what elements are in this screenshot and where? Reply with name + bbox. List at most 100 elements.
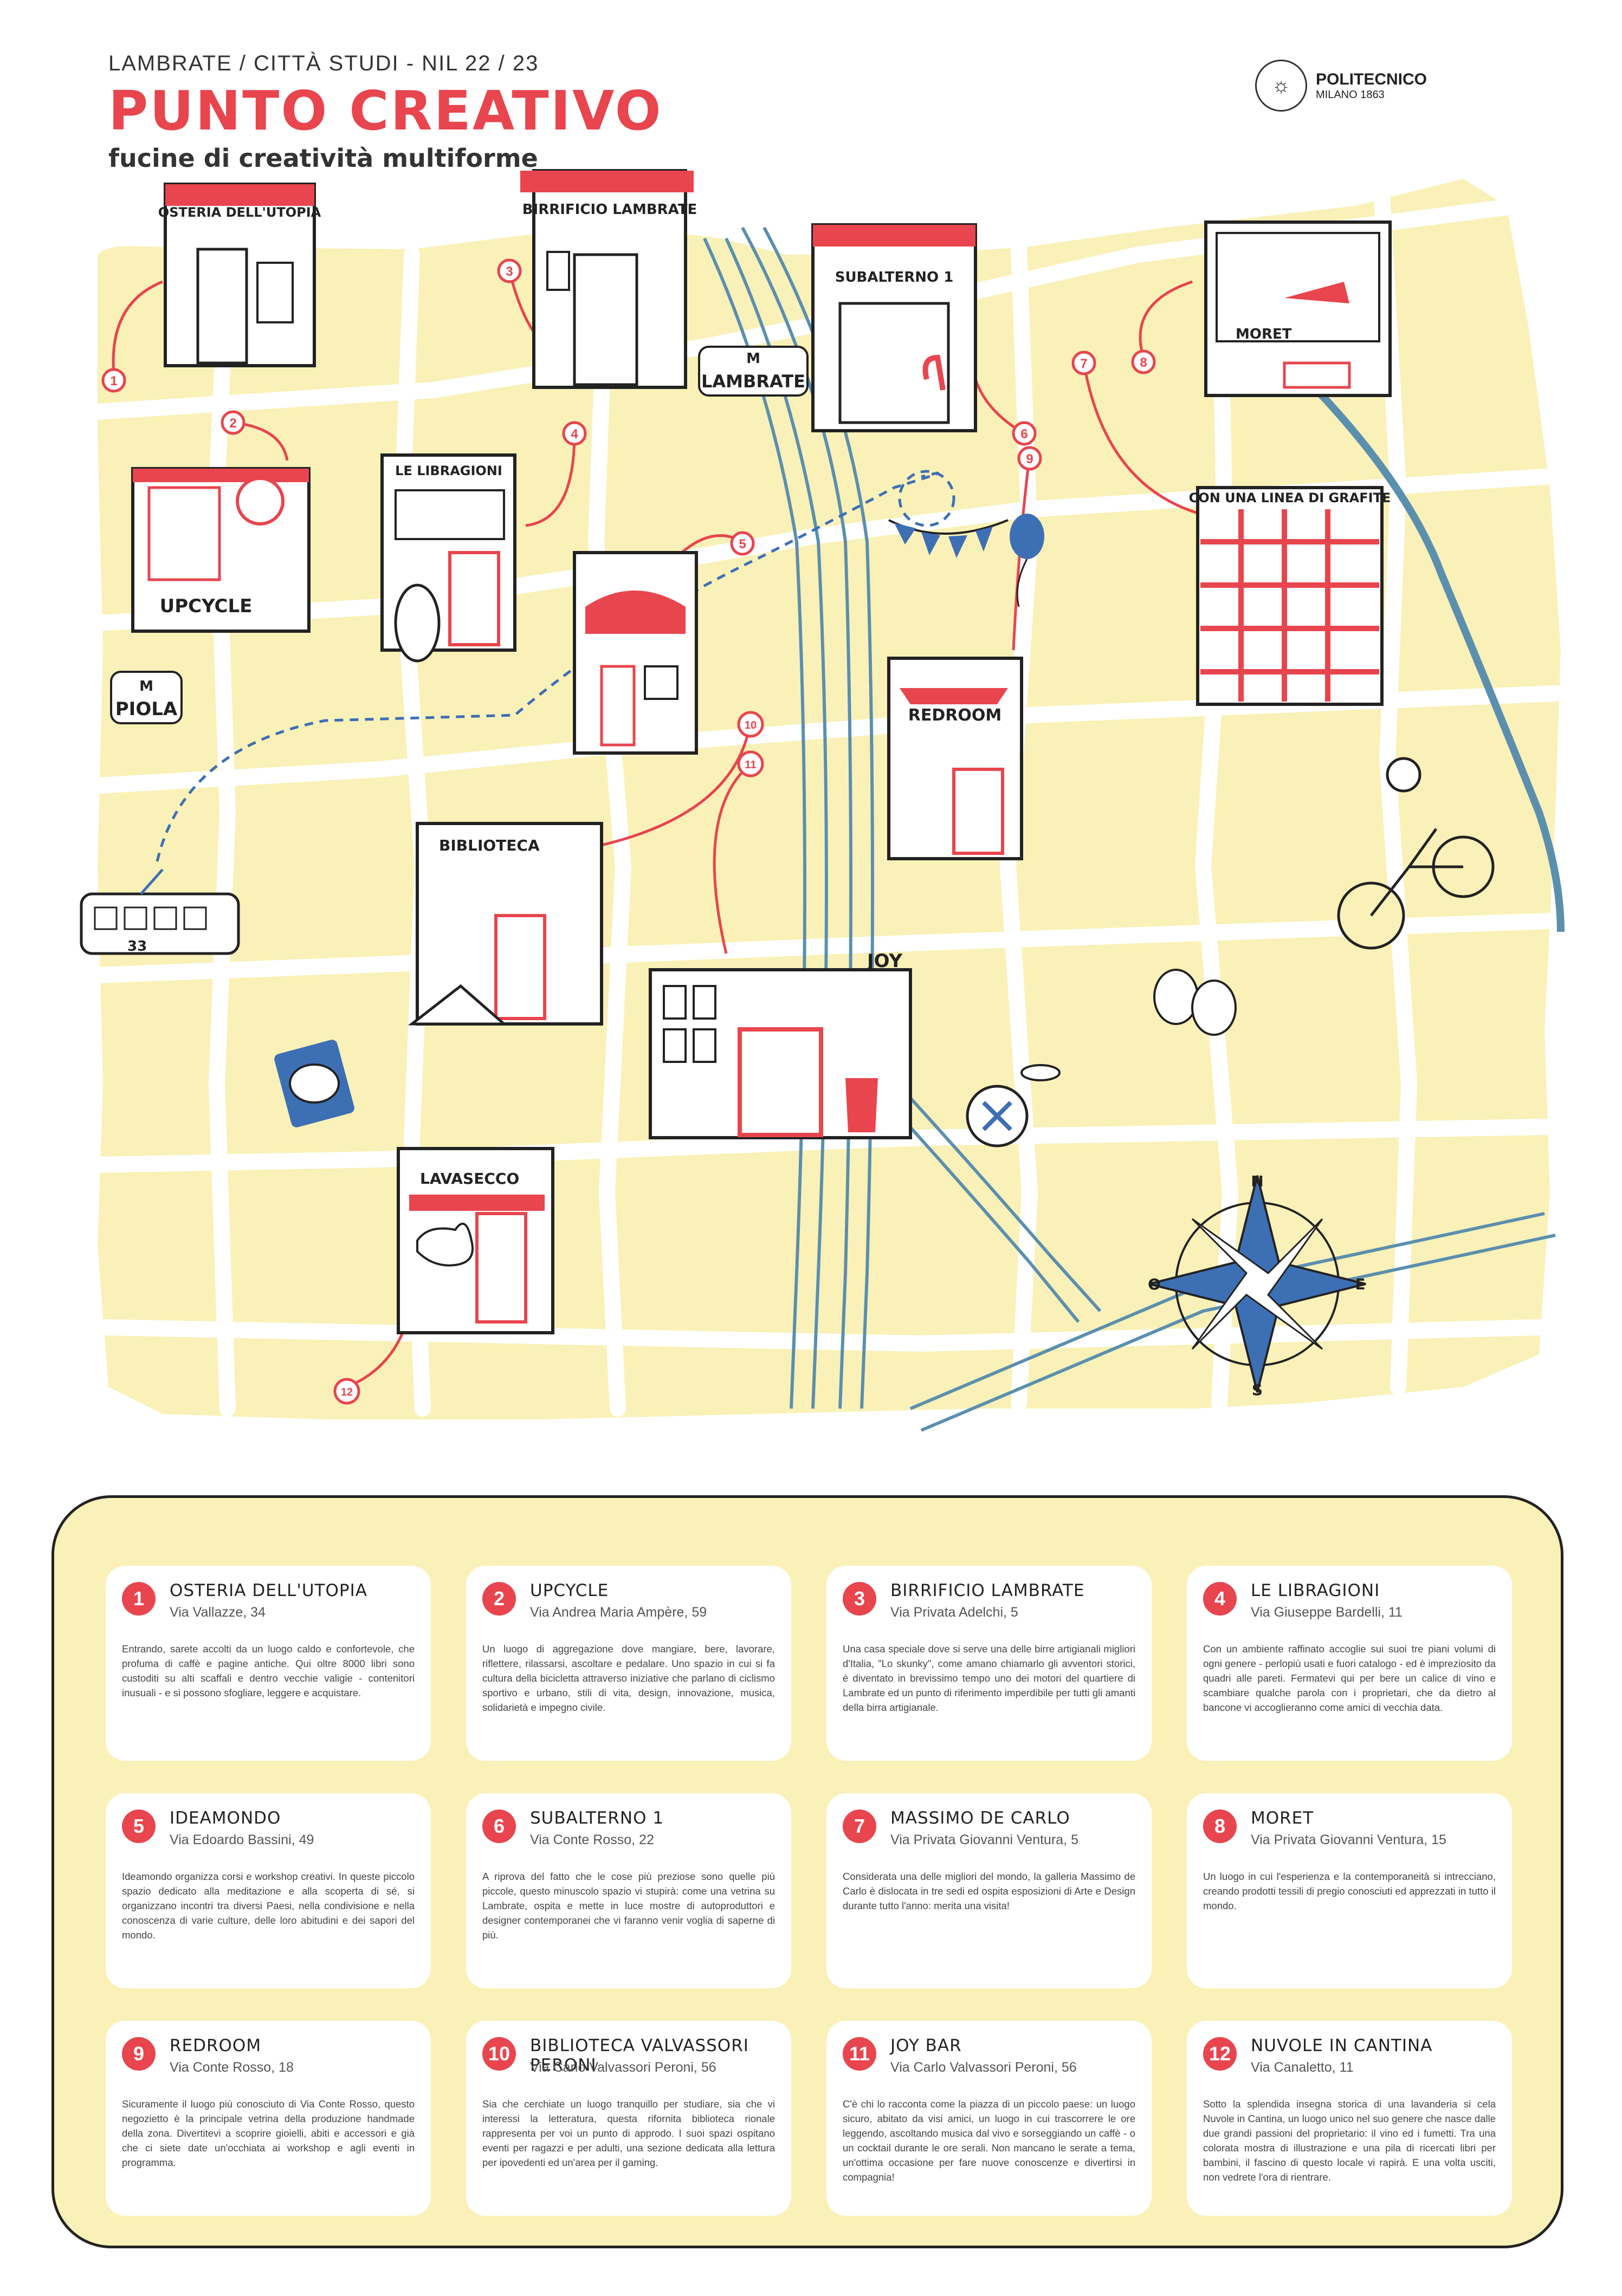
sign-osteria: OSTERIA DELL'UTOPIA: [158, 205, 321, 220]
card-description: Entrando, sarete accolti da un luogo cal…: [122, 1643, 415, 1698]
card-title: OSTERIA DELL'UTOPIA: [170, 1581, 367, 1600]
metro-station-lambrate[interactable]: M LAMBRATE: [698, 346, 809, 397]
metro-symbol: M: [139, 678, 153, 695]
metro-label-piola: PIOLA: [115, 698, 178, 720]
svg-text:7: 7: [1080, 356, 1087, 371]
building-redroom[interactable]: REDROOM: [887, 657, 1023, 860]
card-number: 3: [843, 1582, 876, 1616]
card-number: 11: [843, 2037, 876, 2071]
marker-7[interactable]: 7: [1071, 351, 1096, 375]
svg-text:12: 12: [341, 1386, 353, 1398]
river: [1314, 387, 1565, 932]
legend-card[interactable]: 1 OSTERIA DELL'UTOPIA Via Vallazze, 34 E…: [106, 1566, 431, 1761]
card-description: Un luogo di aggregazione dove mangiare, …: [482, 1643, 775, 1713]
marker-2[interactable]: 2: [221, 410, 245, 435]
palette-icon: [274, 1040, 354, 1127]
card-address: Via Canaletto, 11: [1251, 2060, 1354, 2075]
marker-10[interactable]: 10: [737, 711, 764, 738]
sign-redroom: REDROOM: [908, 706, 1001, 725]
card-title: SUBALTERNO 1: [530, 1808, 664, 1828]
bicycle-icon: [1337, 757, 1495, 950]
legend-card[interactable]: 4 LE LIBRAGIONI Via Giuseppe Bardelli, 1…: [1187, 1566, 1512, 1761]
card-title: BIRRIFICIO LAMBRATE: [890, 1581, 1085, 1600]
card-title: MORET: [1251, 1808, 1314, 1828]
compass-e: E: [1355, 1275, 1365, 1293]
legend-card[interactable]: 12 NUVOLE IN CANTINA Via Canaletto, 11 S…: [1187, 2021, 1512, 2216]
marker-11[interactable]: 11: [737, 750, 764, 777]
sign-joy: JOY: [866, 950, 902, 972]
building-biblioteca[interactable]: BIBLIOTECA: [408, 822, 603, 1026]
building-lavasecco[interactable]: LAVASECCO: [397, 1147, 554, 1334]
building-moret[interactable]: MORET: [1204, 220, 1392, 397]
legend-card[interactable]: 5 IDEAMONDO Via Edoardo Bassini, 49 Idea…: [106, 1793, 431, 1988]
logo-sub: MILANO 1863: [1315, 88, 1385, 101]
building-subalterno[interactable]: SUBALTERNO 1: [811, 223, 977, 432]
sign-libragioni: LE LIBRAGIONI: [395, 463, 502, 478]
metro-label-lambrate: LAMBRATE: [701, 371, 805, 392]
district-label: LAMBRATE / CITTÀ STUDI - NIL 22 / 23: [108, 51, 539, 75]
marker-8[interactable]: 8: [1131, 349, 1156, 374]
legend-card[interactable]: 7 MASSIMO DE CARLO Via Privata Giovanni …: [826, 1793, 1152, 1988]
sign-grafite: CON UNA LINEA DI GRAFITE: [1189, 490, 1391, 505]
legend-card[interactable]: 11 JOY BAR Via Carlo Valvassori Peroni, …: [826, 2021, 1152, 2216]
marker-5[interactable]: 5: [730, 531, 755, 556]
legend-card[interactable]: 3 BIRRIFICIO LAMBRATE Via Privata Adelch…: [826, 1566, 1152, 1761]
building-osteria[interactable]: OSTERIA DELL'UTOPIA: [158, 183, 321, 367]
marker-9[interactable]: 9: [1017, 446, 1042, 471]
page-subtitle: fucine di creatività multiforme: [108, 144, 538, 173]
building-libragioni[interactable]: LE LIBRAGIONI: [380, 453, 516, 663]
marker-4[interactable]: 4: [562, 421, 587, 446]
metro-station-piola[interactable]: M PIOLA: [110, 671, 183, 724]
compass-s: S: [1252, 1381, 1263, 1399]
card-description: Sicuramente il luogo più conosciuto di V…: [122, 2098, 415, 2168]
marker-6[interactable]: 6: [1012, 421, 1037, 446]
marker-3[interactable]: 3: [497, 258, 522, 283]
card-description: Sia che cerchiate un luogo tranquillo pe…: [482, 2098, 775, 2168]
metro-route: [156, 471, 939, 862]
politecnico-logo[interactable]: ☼ POLITECNICO MILANO 1863: [1255, 60, 1427, 112]
balloon-icon: [1010, 514, 1044, 607]
card-title: LE LIBRAGIONI: [1251, 1581, 1380, 1600]
marker-1[interactable]: 1: [101, 368, 126, 393]
card-description: A riprova del fatto che le cose più prez…: [482, 1871, 775, 1941]
svg-text:6: 6: [1020, 427, 1028, 442]
card-description: Sotto la splendida insegna storica di un…: [1203, 2098, 1496, 2183]
legend-card[interactable]: 2 UPCYCLE Via Andrea Maria Ampère, 59 Un…: [466, 1566, 791, 1761]
card-description: Considerata una delle migliori del mondo…: [843, 1871, 1135, 1911]
compass-n: N: [1251, 1172, 1263, 1190]
card-title: UPCYCLE: [530, 1581, 609, 1600]
svg-text:11: 11: [745, 759, 756, 771]
card-description: Con un ambiente raffinato accoglie sui s…: [1203, 1643, 1496, 1713]
card-address: Via Carlo Valvassori Peroni, 56: [530, 2060, 716, 2075]
marker-12[interactable]: 12: [333, 1378, 360, 1405]
card-address: Via Vallazze, 34: [170, 1605, 266, 1620]
building-grafite[interactable]: CON UNA LINEA DI GRAFITE: [1189, 486, 1391, 706]
card-address: Via Conte Rosso, 22: [530, 1832, 654, 1847]
building-joy[interactable]: JOY: [649, 950, 912, 1139]
card-number: 12: [1203, 2037, 1237, 2071]
sign-moret: MORET: [1236, 326, 1292, 342]
card-address: Via Andrea Maria Ampère, 59: [530, 1605, 707, 1620]
header: LAMBRATE / CITTÀ STUDI - NIL 22 / 23 PUN…: [108, 51, 663, 173]
card-description: Ideamondo organizza corsi e workshop cre…: [122, 1871, 415, 1941]
map-markers[interactable]: 1 2 3 4 5 6 7 8 9 10 11 12: [101, 258, 1156, 1405]
tram-number: 33: [127, 938, 147, 955]
legend-card[interactable]: 8 MORET Via Privata Giovanni Ventura, 15…: [1187, 1793, 1512, 1988]
building-upcycle[interactable]: UPCYCLE: [131, 467, 311, 633]
svg-text:2: 2: [229, 416, 236, 431]
sign-subalterno: SUBALTERNO 1: [835, 269, 954, 286]
building-birrificio[interactable]: BIRRIFICIO LAMBRATE: [520, 169, 697, 389]
seal-icon: ☼: [1255, 60, 1307, 112]
svg-text:3: 3: [506, 264, 513, 279]
svg-text:1: 1: [110, 374, 117, 388]
card-description: Una casa speciale dove si serve una dell…: [843, 1643, 1135, 1713]
legend-card[interactable]: 10 BIBLIOTECA VALVASSORI PERONI Via Carl…: [466, 2021, 791, 2216]
bunting: [888, 519, 1009, 558]
card-address: Via Privata Adelchi, 5: [890, 1605, 1018, 1620]
legend-card[interactable]: 6 SUBALTERNO 1 Via Conte Rosso, 22 A rip…: [466, 1793, 791, 1988]
legend-card[interactable]: 9 REDROOM Via Conte Rosso, 18 Sicurament…: [106, 2021, 431, 2216]
card-number: 6: [482, 1809, 516, 1843]
building-ideamondo[interactable]: [573, 551, 698, 755]
card-address: Via Carlo Valvassori Peroni, 56: [890, 2060, 1077, 2075]
card-number: 10: [482, 2037, 516, 2071]
